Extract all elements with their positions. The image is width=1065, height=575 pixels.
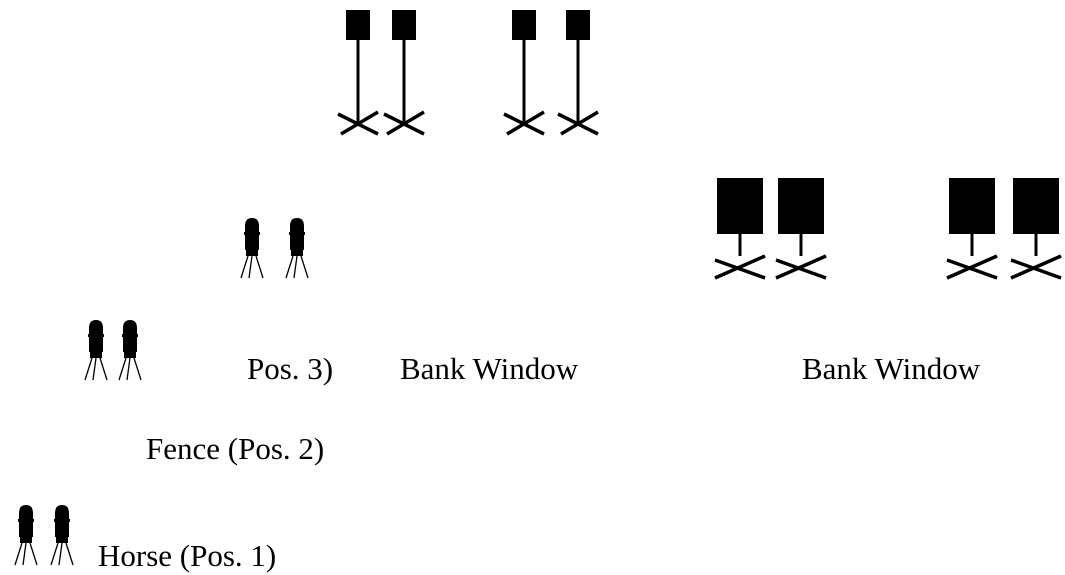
- bank-window-stand-icon: [774, 176, 828, 280]
- bank-window-stand-icon: [1009, 176, 1063, 280]
- bank-window-label-left: Bank Window: [400, 351, 579, 386]
- horse-label: Horse (Pos. 1): [98, 538, 277, 573]
- tall-stand-icon: [336, 8, 380, 136]
- tall-stand-icon: [382, 8, 426, 136]
- pos3-label: Pos. 3): [247, 351, 334, 386]
- bank-window-stand-icon: [713, 176, 767, 280]
- camera-tripod-icon: [14, 504, 38, 566]
- tall-stand-icon: [556, 8, 600, 136]
- camera-tripod-icon: [118, 319, 142, 381]
- camera-tripod-icon: [240, 217, 264, 279]
- bank-window-label-right: Bank Window: [802, 351, 981, 386]
- camera-tripod-icon: [84, 319, 108, 381]
- tall-stand-icon: [502, 8, 546, 136]
- camera-tripod-icon: [50, 504, 74, 566]
- fence-label: Fence (Pos. 2): [146, 431, 325, 466]
- camera-tripod-icon: [285, 217, 309, 279]
- bank-window-stand-icon: [945, 176, 999, 280]
